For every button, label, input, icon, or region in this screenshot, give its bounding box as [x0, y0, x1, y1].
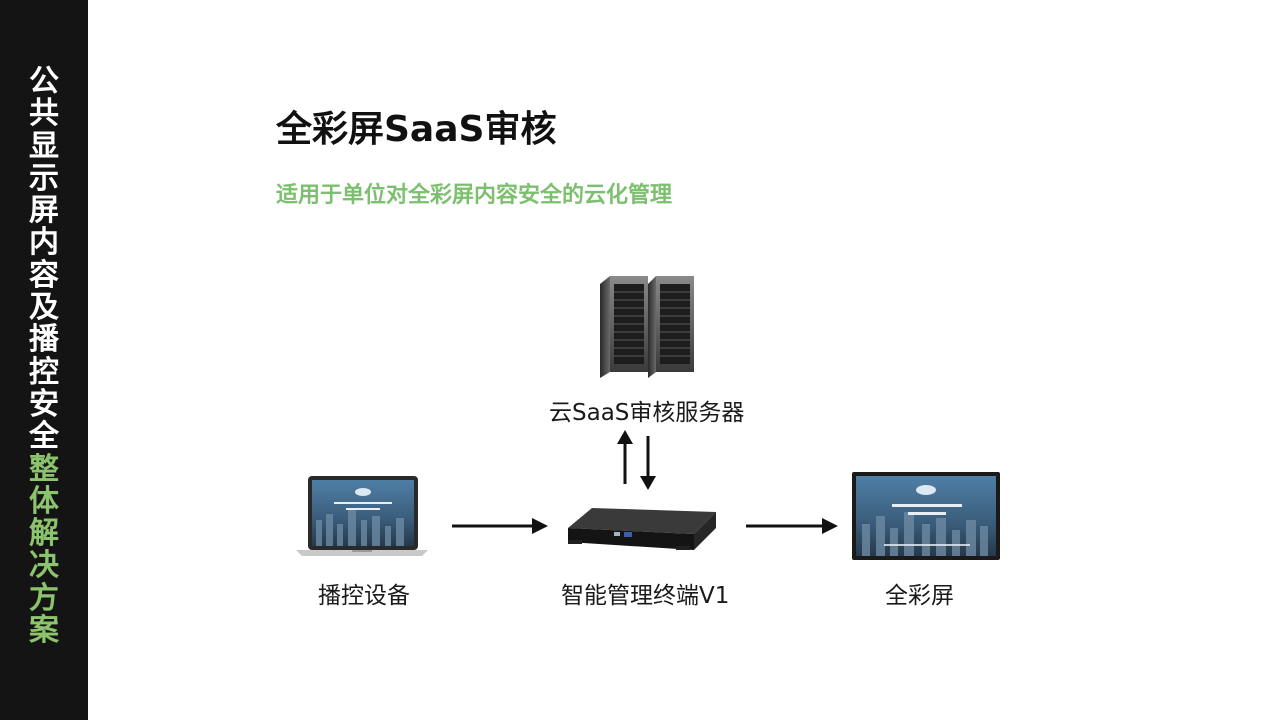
download-arrow-icon: [640, 436, 656, 490]
terminal-label: 智能管理终端V1: [561, 583, 730, 609]
page-subtitle: 适用于单位对全彩屏内容安全的云化管理: [276, 183, 673, 208]
sidebar-char: 容: [29, 257, 59, 293]
sidebar-char: 安: [29, 386, 59, 422]
sidebar-char: 播: [29, 322, 59, 358]
sidebar-char: 显: [29, 128, 59, 164]
sidebar-char: 公: [29, 64, 59, 99]
arrow-right-icon: [746, 518, 838, 534]
sidebar-char-accent: 决: [29, 548, 59, 584]
laptop-label: 播控设备: [318, 583, 410, 609]
upload-arrow-icon: [617, 430, 633, 484]
display-screen-icon: [852, 472, 1000, 560]
server-label: 云SaaS审核服务器: [549, 400, 745, 426]
sidebar-char: 示: [29, 160, 59, 196]
sidebar-char: 控: [29, 354, 59, 390]
server-rack-icon: [600, 276, 694, 378]
sidebar-char-accent: 解: [29, 516, 59, 552]
page-title: 全彩屏SaaS审核: [276, 109, 557, 150]
arrow-right-icon: [452, 518, 548, 534]
sidebar-char-accent: 整: [29, 451, 59, 487]
terminal-box-icon: [568, 508, 716, 550]
sidebar-char-accent: 体: [29, 483, 59, 519]
sidebar-char: 及: [29, 290, 59, 326]
laptop-icon: [296, 476, 428, 556]
sidebar-char: 共: [29, 96, 59, 132]
sidebar-title: 公 共 显 示 屏 内 容 及 播 控 安 全 整 体 解 决 方 案: [22, 64, 66, 649]
screen-label: 全彩屏: [885, 583, 954, 609]
sidebar-char-accent: 案: [29, 613, 59, 649]
sidebar-char-accent: 方: [29, 580, 59, 616]
sidebar-char: 全: [29, 419, 59, 455]
sidebar-char: 屏: [29, 193, 59, 229]
sidebar-char: 内: [29, 225, 59, 261]
sidebar: 公 共 显 示 屏 内 容 及 播 控 安 全 整 体 解 决 方 案: [0, 0, 88, 720]
